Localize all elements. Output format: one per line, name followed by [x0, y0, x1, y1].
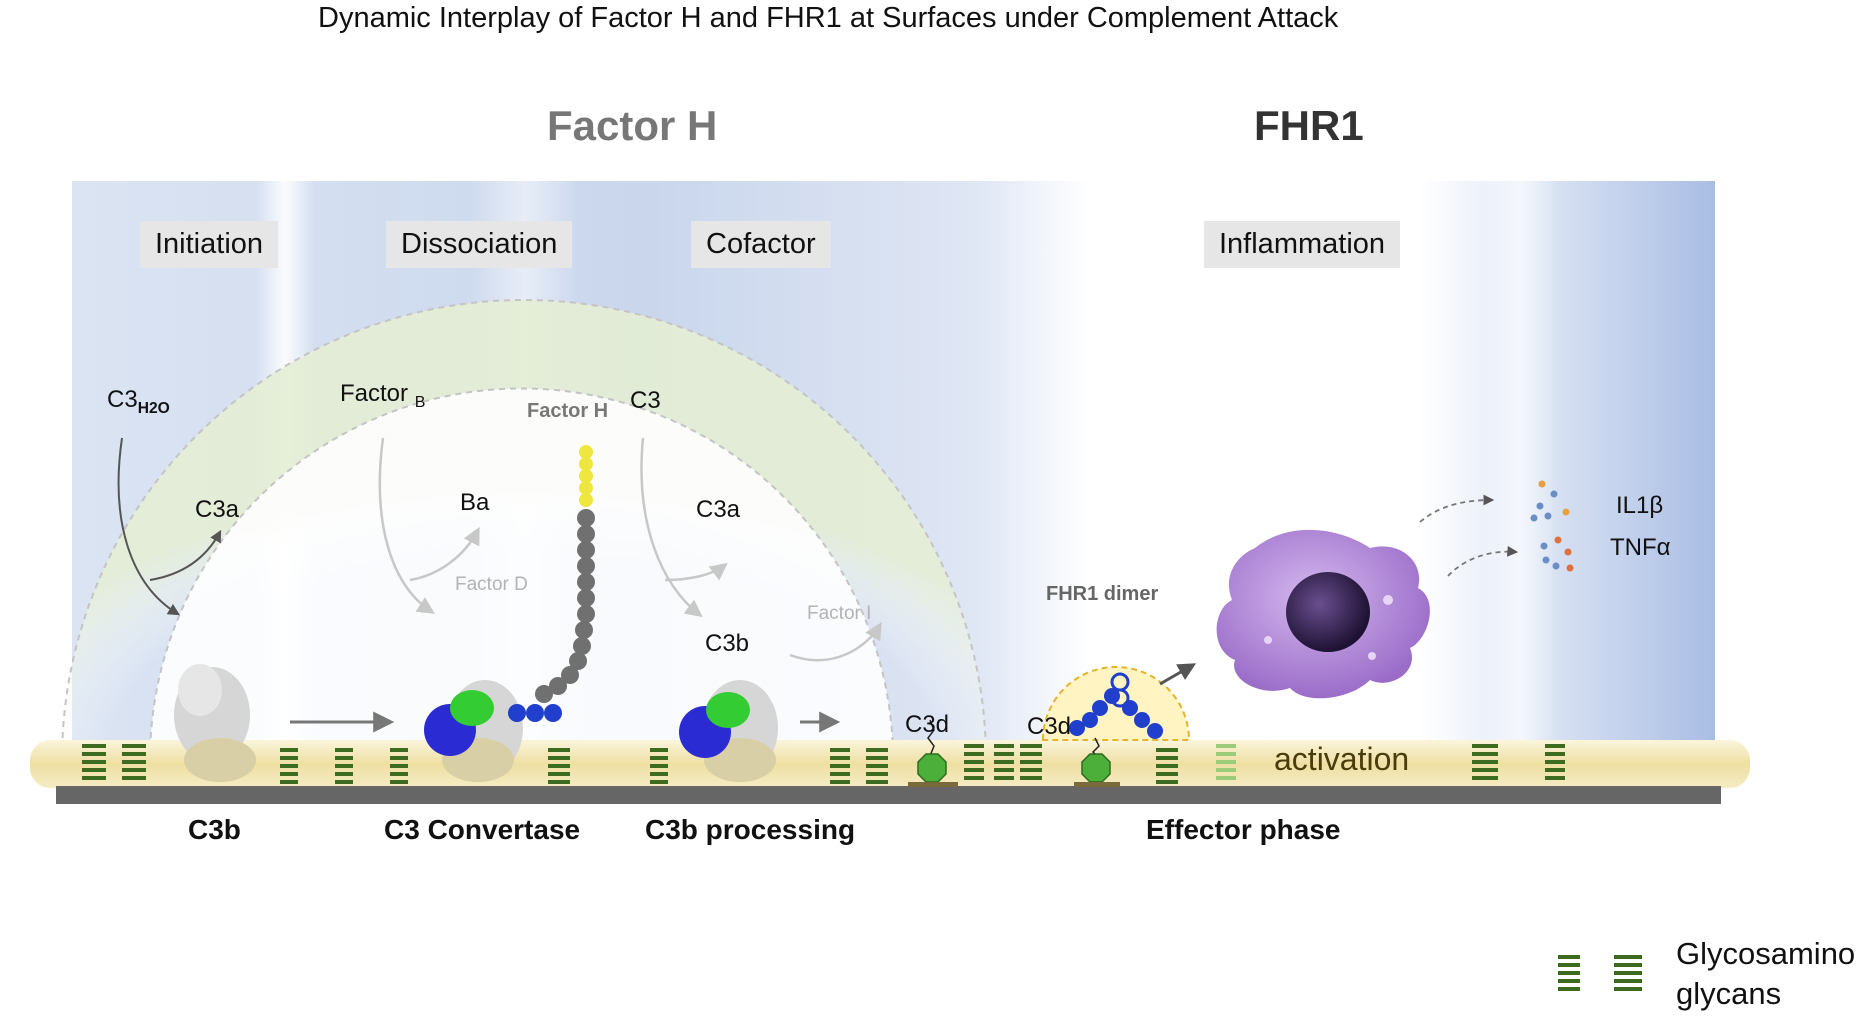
label-fhr1-dimer: FHR1 dimer: [1046, 583, 1159, 605]
label-factor-b-sub: B: [414, 393, 426, 411]
gag-stack: [122, 744, 146, 780]
label-c3: C3: [630, 387, 661, 414]
legend-label: Glycosamino glycans: [1676, 934, 1855, 1014]
inner-arc: [149, 387, 894, 761]
gag-stack: [1545, 744, 1565, 780]
c3b-protein-1: [174, 664, 256, 782]
surface-activation-label: activation: [1274, 741, 1410, 777]
label-c3-h2o: C3H2O: [107, 386, 170, 418]
arrow-to-tnfa: [1447, 545, 1519, 577]
legend-line-1: Glycosamino: [1676, 936, 1856, 971]
arrow-fhr1-to-macrophage: [1159, 663, 1197, 686]
gag-stack: [830, 748, 850, 784]
gag-stack: [280, 748, 298, 784]
cytokine-dots: [1530, 480, 1574, 572]
label-tnfa: TNFα: [1610, 534, 1671, 561]
bottom-label-c3-convertase: C3 Convertase: [384, 814, 581, 845]
gag-stack: [335, 748, 353, 784]
phase-initiation: Initiation: [140, 221, 279, 268]
label-c3a-2: C3a: [696, 496, 741, 523]
arrow-to-ba: [409, 526, 480, 582]
membrane: [56, 786, 1721, 804]
fhr1-dimer-chain: [1069, 672, 1163, 739]
label-factor-i: Factor I: [807, 603, 872, 624]
gag-stack: [548, 748, 570, 784]
arrow-c3: [640, 437, 703, 618]
label-ba: Ba: [460, 489, 490, 516]
label-il1b: IL1β: [1616, 492, 1664, 519]
macrophage-cell: [1216, 529, 1430, 699]
c3-convertase-protein: [424, 680, 523, 782]
background-column-3: [1480, 181, 1560, 781]
label-c3a-1: C3a: [195, 496, 240, 523]
c3d-fragment-2: [1074, 737, 1120, 787]
label-factor-d: Factor D: [455, 574, 528, 595]
label-factor-b-main: Factor: [340, 380, 415, 407]
label-factor-h-chain: Factor H: [527, 400, 609, 422]
c3d-fragment-1: [908, 719, 958, 787]
arrow-to-il1b: [1419, 494, 1495, 523]
section-fhr1: FHR1: [1254, 102, 1364, 149]
phase-cofactor: Cofactor: [691, 221, 831, 268]
bottom-label-effector-phase: Effector phase: [1146, 814, 1341, 845]
gag-stacks: [82, 744, 1565, 784]
legend-gag-icon-2: [1614, 955, 1642, 991]
gag-stack: [82, 744, 106, 780]
arrow-factor-i: [789, 621, 882, 662]
label-c3d-2: C3d: [1027, 713, 1072, 740]
gag-stack: [1472, 744, 1498, 780]
arrow-factor-b: [378, 437, 435, 614]
c3b-processing-protein: [679, 680, 778, 782]
legend-line-2: glycans: [1676, 976, 1782, 1011]
arrow-to-c3a: [149, 529, 222, 581]
gag-stack: [1216, 744, 1236, 780]
gag-stack: [650, 748, 668, 784]
gag-stack: [964, 744, 984, 780]
legend-gag-icon-1: [1558, 955, 1580, 991]
gag-stack: [390, 748, 408, 784]
label-factor-b: Factor B: [340, 380, 425, 412]
inner-arc-fill: [150, 388, 893, 760]
bottom-label-c3b: C3b: [188, 814, 241, 845]
arrow-to-c3a-2: [664, 562, 728, 582]
diagram-title: Dynamic Interplay of Factor H and FHR1 a…: [318, 2, 1339, 34]
phase-dissociation: Dissociation: [386, 221, 573, 268]
arrow-c3h2o-to-c3b: [117, 437, 181, 616]
gag-stack: [1156, 748, 1178, 784]
factor-h-chain: [508, 445, 595, 722]
bottom-label-c3b-processing: C3b processing: [645, 814, 856, 845]
label-c3d-1: C3d: [905, 711, 950, 738]
gag-stack: [994, 744, 1014, 780]
label-c3-h2o-main: C3: [107, 386, 138, 413]
label-c3b: C3b: [705, 630, 750, 657]
gag-stack: [866, 748, 888, 784]
label-c3-h2o-sub: H2O: [137, 399, 170, 417]
phase-inflammation: Inflammation: [1204, 221, 1401, 268]
gag-stack: [1020, 744, 1042, 780]
section-factor-h: Factor H: [547, 102, 718, 149]
